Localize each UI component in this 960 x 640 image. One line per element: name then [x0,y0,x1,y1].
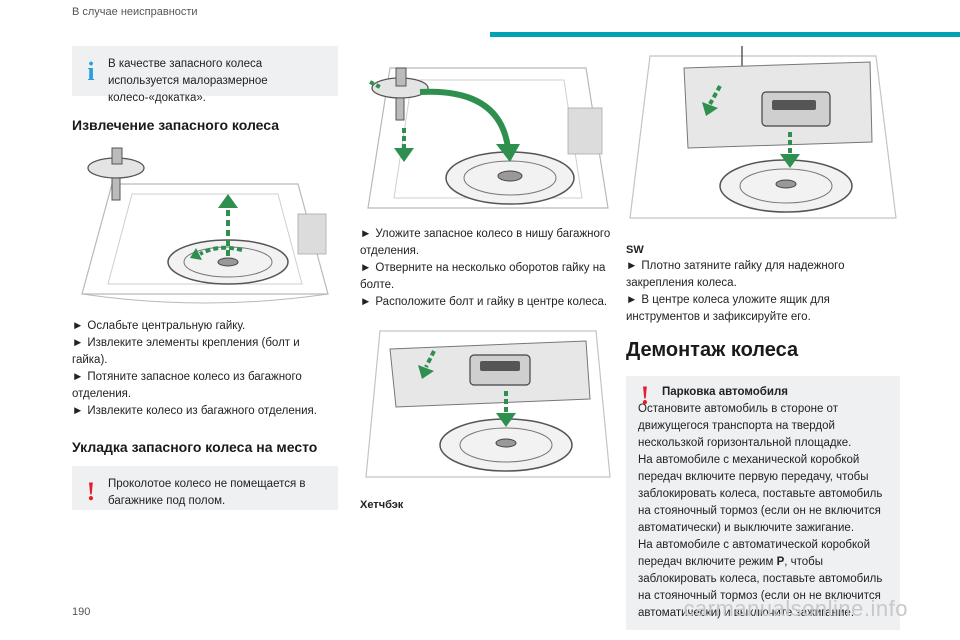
section-title: В случае неисправности [72,6,198,18]
page-number: 190 [72,606,91,618]
step-item: ►Потяните запасное колесо из багажного о… [72,371,302,400]
warning-note: ! Проколотое колесо не помещается в бага… [72,466,338,510]
column-middle: ►Уложите запасное колесо в нишу багажног… [360,48,616,511]
step-item: ►В центре колеса уложите ящик для инстру… [626,294,830,323]
illustration-sw-toolbox [626,46,900,222]
heading-removal: Извлечение запасного колеса [72,117,280,133]
step-item: ►Ослабьте центральную гайку. [72,320,246,332]
illustration-spare-wheel-removal [72,144,338,312]
step-arrow-icon: ► [72,320,84,332]
warning-icon: ! [86,477,96,506]
step-arrow-icon: ► [360,296,372,308]
step-arrow-icon: ► [360,262,372,274]
warning-note-text: Проколотое колесо не помещается в багажн… [108,478,306,507]
step-arrow-icon: ► [626,260,638,272]
step-arrow-icon: ► [72,405,84,417]
parking-warning-note: ! Парковка автомобиля Остановите автомоб… [626,376,900,630]
column-right: SW ►Плотно затяните гайку для надежного … [626,46,900,630]
step-arrow-icon: ► [626,294,638,306]
column-left: i В качестве запасного колеса использует… [72,46,338,510]
warning-title: Парковка автомобиля [662,386,788,398]
step-item: ►Уложите запасное колесо в нишу багажног… [360,228,611,257]
warning-text: Остановите автомобиль в стороне от движу… [638,403,883,619]
tighten-steps: ►Плотно затяните гайку для надежного зак… [626,258,900,326]
info-icon: i [87,57,95,86]
info-note: i В качестве запасного колеса использует… [72,46,338,104]
step-item: ►Извлеките колесо из багажного отделения… [72,405,317,417]
step-item: ►Плотно затяните гайку для надежного зак… [626,260,845,289]
mode-p: P [776,556,785,568]
step-arrow-icon: ► [360,228,372,240]
step-item: ►Отверните на несколько оборотов гайку н… [360,262,606,291]
info-note-text: В качестве запасного колеса используется… [108,58,268,104]
illustration-hatchback-toolbox [360,321,616,481]
header-accent-bar [490,32,960,37]
illustration-wheel-placement [360,48,616,212]
removal-steps: ►Ослабьте центральную гайку. ►Извлеките … [72,318,338,420]
step-arrow-icon: ► [72,337,84,349]
heading-dismount: Демонтаж колеса [626,339,799,361]
placement-steps: ►Уложите запасное колесо в нишу багажног… [360,226,616,311]
heading-install: Укладка запасного колеса на место [72,439,318,455]
watermark: carmanualsonline.info [683,596,908,621]
step-item: ►Извлеките элементы крепления (болт и га… [72,337,300,366]
step-item: ►Расположите болт и гайку в центре колес… [360,296,608,308]
warning-icon: ! [640,381,650,410]
step-arrow-icon: ► [72,371,84,383]
caption-sw: SW [626,244,644,256]
caption-hatchback: Хетчбэк [360,499,404,511]
